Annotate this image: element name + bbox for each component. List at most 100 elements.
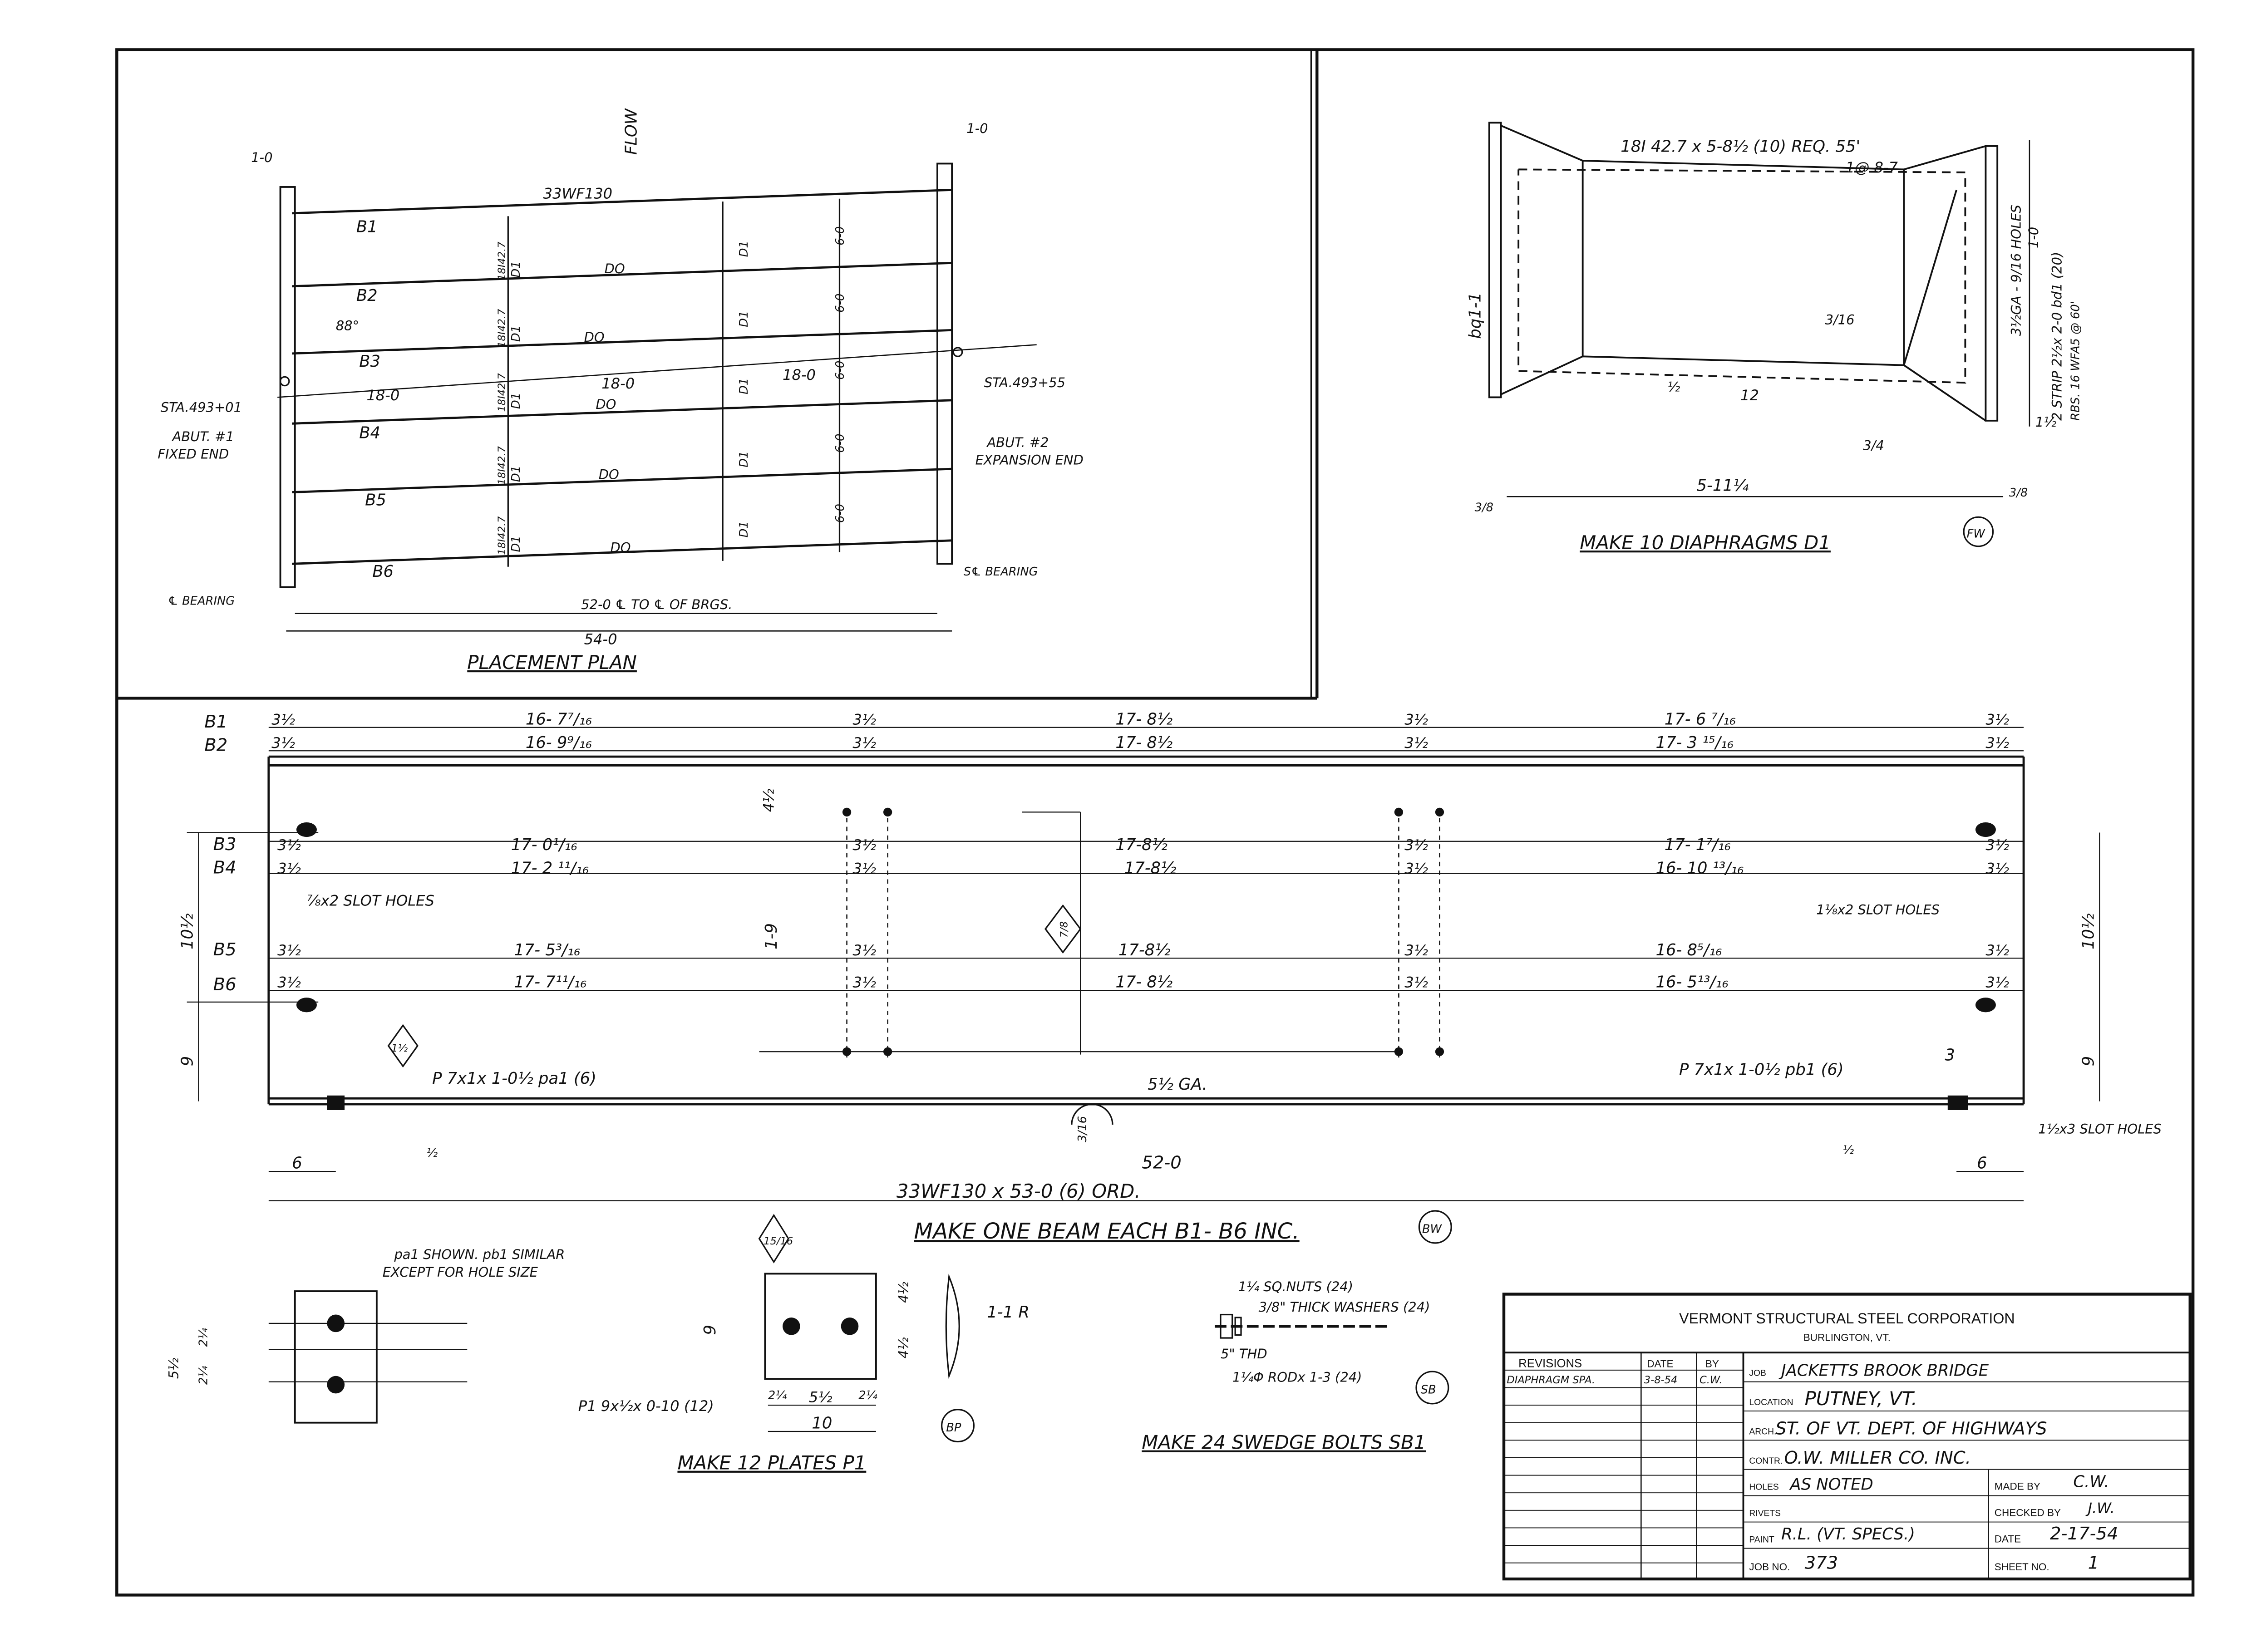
dim-b6-4: 3½: [1404, 974, 1428, 991]
dim-b2-6: 3½: [1985, 734, 2009, 752]
sb-nuts: 1¼ SQ.NUTS (24): [1238, 1279, 1353, 1294]
plan-do-3: DO: [596, 397, 616, 412]
tb-date-header: DATE: [1647, 1358, 1673, 1369]
elev-row-label-b4: B4: [213, 858, 236, 878]
dim-b5-2: 3½: [852, 942, 876, 959]
tb-paint: R.L. (VT. SPECS.): [1781, 1525, 1915, 1544]
diaphragm-callout-2: 1@ 8-7: [1846, 159, 1898, 176]
pa1-dim-2a: 2¼: [197, 1328, 211, 1347]
tb-made-by-label: MADE BY: [1995, 1481, 2040, 1492]
plan-d1-note-4: 18I42.7: [496, 446, 508, 485]
dim-b5-5: 16- 8⁵/₁₆: [1656, 941, 1722, 959]
tb-job: JACKETTS BROOK BRIDGE: [1778, 1362, 1989, 1380]
tb-architect: ST. OF VT. DEPT. OF HIGHWAYS: [1775, 1418, 2047, 1439]
plan-d1-right-3: D1: [737, 378, 751, 394]
plan-d1-right-4: D1: [737, 451, 751, 467]
dim-b1-0: 3½: [271, 711, 295, 728]
p1-badge: BP: [946, 1421, 961, 1435]
plan-d1-note-3: 18I42.7: [496, 373, 508, 412]
tb-date: 2-17-54: [2050, 1524, 2118, 1544]
plan-d1-note-1: 18I42.7: [496, 241, 508, 280]
plan-span-1: 18-0: [366, 387, 399, 404]
tb-job-no-label: JOB NO.: [1749, 1561, 1790, 1573]
plan-spacing-4: 6-0: [833, 434, 847, 453]
plan-beam-b1: B1: [356, 218, 378, 236]
dim-b4-3: 17-8½: [1124, 859, 1177, 878]
dim-b3-5: 17- 1⁷/₁₆: [1665, 836, 1731, 854]
tb-contractor-label: CONTR.: [1749, 1456, 1783, 1466]
abut2-line1: ABUT. #2: [986, 435, 1049, 450]
dim-b4-1: 17- 2 ¹¹/₁₆: [511, 859, 589, 878]
plan-do-4: DO: [599, 467, 619, 482]
p1-width: 10: [812, 1414, 832, 1433]
plate-pa1-detail: pa1 SHOWN. pb1 SIMILAR EXCEPT FOR HOLE S…: [166, 1247, 565, 1424]
diaphragm-detail: 18I 42.7 x 5-8½ (10) REQ. 55' 1@ 8-7 bq1…: [1466, 122, 2082, 554]
tb-sheet-no-label: SHEET NO.: [1995, 1561, 2049, 1573]
plan-beam-b6: B6: [372, 562, 394, 581]
tb-location: PUTNEY, VT.: [1805, 1387, 1917, 1410]
diaphragm-twelve: 12: [1740, 387, 1759, 404]
tb-checked-by: J.W.: [2085, 1500, 2115, 1517]
dim-b3-1: 17- 0¹/₁₆: [511, 836, 577, 854]
dim-b4-6: 3½: [1985, 860, 2009, 877]
sb-badge: SB: [1421, 1383, 1436, 1396]
dim-b6-3: 17- 8½: [1115, 973, 1172, 992]
placement-plan: FLOW 33WF130 1-0 1-0 B1 B2 B3 B4 B5 B6 D…: [158, 108, 1083, 674]
sb-rod: 1¼Φ RODx 1-3 (24): [1232, 1370, 1362, 1385]
p1-dim-4a: 4½: [896, 1282, 911, 1303]
sb-title: MAKE 24 SWEDGE BOLTS SB1: [1142, 1431, 1426, 1454]
tb-company: VERMONT STRUCTURAL STEEL CORPORATION: [1679, 1310, 2015, 1327]
weld-note-left: ½: [426, 1146, 438, 1160]
plan-d1-right-5: D1: [737, 521, 751, 537]
dim-b4-2: 3½: [852, 860, 876, 877]
tb-by-header: BY: [1705, 1358, 1719, 1369]
title-block: VERMONT STRUCTURAL STEEL CORPORATION BUR…: [1502, 1293, 2192, 1581]
dim-b3-2: 3½: [852, 836, 876, 854]
dim-b1-3: 17- 8½: [1115, 710, 1172, 728]
dim-b6-0: 3½: [277, 974, 301, 991]
elev-row-b1-dims: 3½ 16- 7⁷/₁₆ 3½ 17- 8½ 3½ 17- 6 ⁷/₁₆ 3½: [271, 710, 2009, 728]
tb-date-label: DATE: [1995, 1534, 2021, 1545]
dim-b6-2: 3½: [852, 974, 876, 991]
tb-paint-label: PAINT: [1749, 1535, 1774, 1545]
dim-b3-0: 3½: [277, 836, 301, 854]
diaphragm-weld-1: 3/16: [1825, 312, 1855, 327]
plates-p1-detail: 15/16 9 4½ 4½ 1-1 R 2¼ 5½ 2¼ 10 P1 9x½x …: [578, 1214, 1030, 1474]
diaphragm-left-end: 3/8: [1475, 501, 1493, 514]
plan-d1-3: D1: [509, 393, 523, 409]
plan-beam-b5: B5: [365, 491, 386, 510]
plan-spacing-5: 6-0: [833, 504, 847, 523]
p1-diamond: 15/16: [764, 1235, 793, 1247]
plan-beam-b2: B2: [356, 286, 378, 305]
plan-do-2: DO: [584, 329, 605, 345]
beam-title: MAKE ONE BEAM EACH B1- B6 INC.: [914, 1219, 1300, 1244]
diaphragm-right-4: RBS. 16 WFA5 @ 60': [2069, 301, 2082, 421]
sb-washers: 3/8" THICK WASHERS (24): [1259, 1299, 1430, 1315]
dim-b5-0: 3½: [277, 942, 301, 959]
p1-callout: P1 9x½x 0-10 (12): [578, 1397, 714, 1415]
diaphragm-one-half: 1½: [2035, 414, 2056, 430]
beam-elevation: B1 B2 B3 B4 B5 B6 3½ 16- 7⁷/₁₆ 3½ 17- 8½…: [178, 710, 2162, 1244]
plan-beam-size: 33WF130: [543, 185, 613, 202]
dim-b1-4: 3½: [1404, 711, 1428, 728]
dim-b4-0: 3½: [277, 860, 301, 877]
abut2-line2: EXPANSION END: [975, 452, 1084, 467]
tb-rev-entry: DIAPHRAGM SPA.: [1507, 1374, 1595, 1386]
dim-1-9: 1-9: [762, 923, 781, 949]
diaphragm-right-2: 1-0: [2026, 227, 2041, 248]
plan-d1-right-2: D1: [737, 311, 751, 327]
dim-b6-1: 17- 7¹¹/₁₆: [514, 973, 586, 992]
dim-b4-4: 3½: [1404, 860, 1428, 877]
p1-title: MAKE 12 PLATES P1: [677, 1452, 866, 1474]
tb-contractor: O.W. MILLER CO. INC.: [1784, 1448, 1971, 1468]
dim-b1-6: 3½: [1985, 711, 2009, 728]
plan-spacing-1: 6-0: [833, 226, 847, 246]
p1-dim-5h: 5½: [809, 1389, 833, 1406]
p1-dim-2a: 2¼: [768, 1389, 787, 1402]
plan-dim-cl: 52-0 ℄ TO ℄ OF BRGS.: [581, 597, 732, 612]
elev-row-b6-dims: 3½ 17- 7¹¹/₁₆ 3½ 17- 8½ 3½ 16- 5¹³/₁₆ 3½: [277, 973, 2009, 992]
bearing-left: ℄ BEARING: [168, 594, 235, 608]
tb-location-label: LOCATION: [1749, 1398, 1793, 1407]
diaphragm-right-1: 3½GA - 9/16 HOLES: [2009, 205, 2024, 336]
plan-span-3: 18-0: [783, 366, 816, 384]
